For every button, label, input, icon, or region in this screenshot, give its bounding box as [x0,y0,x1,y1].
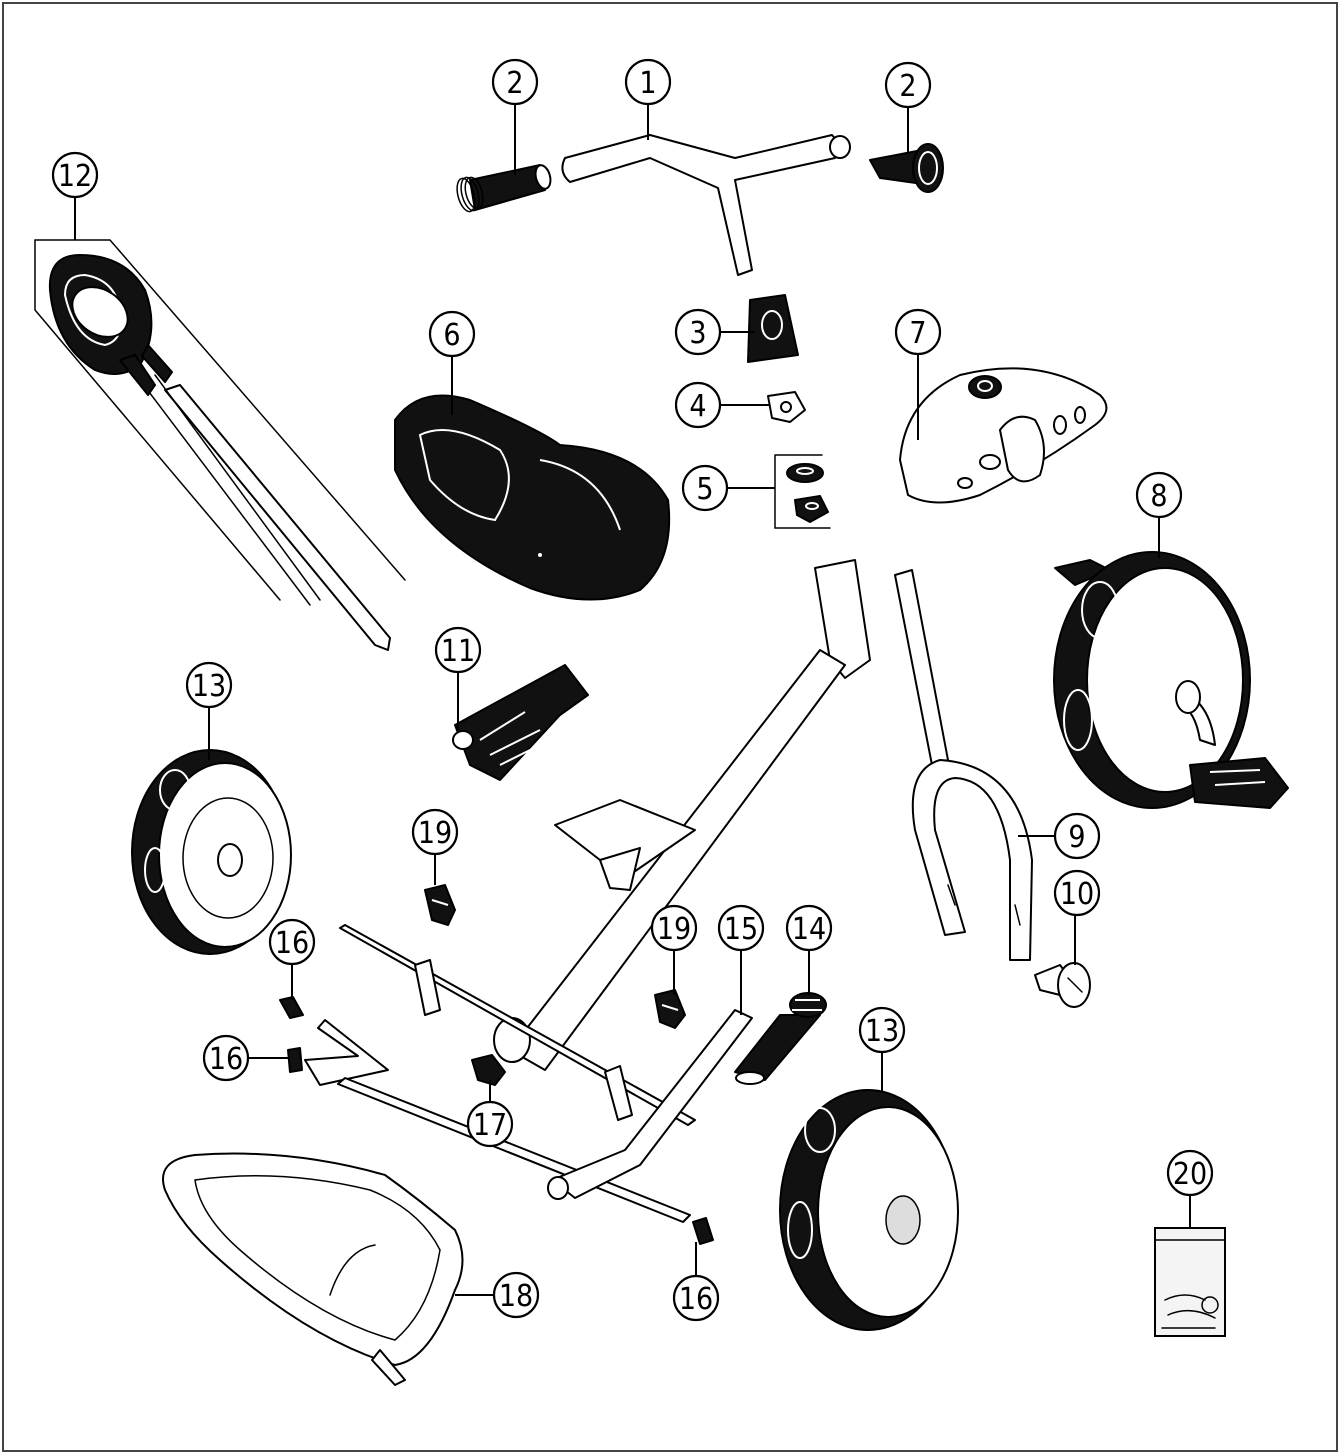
wheel-icon [131,749,292,955]
svg-text:16: 16 [209,1042,243,1077]
svg-text:2: 2 [899,69,916,104]
callout-2-right: 2 [884,61,932,109]
pin-icon [287,1047,303,1073]
svg-text:11: 11 [441,634,475,669]
crank-icon [304,1019,691,1223]
svg-text:13: 13 [192,669,226,704]
callout-6: 6 [428,310,476,358]
callout-10: 10 [1053,869,1101,917]
fork-icon [894,569,1033,961]
callout-18: 18 [492,1271,540,1319]
rear-axle-icon [339,924,696,1126]
callout-14: 14 [785,904,833,952]
handlebar-icon [561,134,851,276]
svg-text:20: 20 [1173,1157,1207,1192]
callout-9: 9 [1053,812,1101,860]
callout-7: 7 [894,308,942,356]
callout-leads [74,104,1191,1296]
svg-text:1: 1 [639,66,656,101]
callout-20: 20 [1166,1149,1214,1197]
svg-text:19: 19 [657,912,691,947]
callout-13-left: 13 [185,661,233,709]
svg-text:8: 8 [1150,479,1167,514]
svg-text:12: 12 [58,159,92,194]
svg-text:10: 10 [1060,877,1094,912]
svg-text:19: 19 [418,816,452,851]
svg-text:5: 5 [696,472,713,507]
callout-1: 1 [624,58,672,106]
nut-icon [471,1054,506,1086]
grip-icon [734,992,827,1085]
stem-cap-icon [747,294,799,363]
guard-icon [899,367,1108,504]
nuts-icon [774,454,831,529]
svg-text:17: 17 [473,1108,507,1143]
svg-text:2: 2 [506,66,523,101]
callout-19-lower: 19 [650,904,698,952]
nut-icon [767,391,806,423]
cap-icon [424,884,456,926]
svg-text:18: 18 [499,1279,533,1314]
callout-16-middle: 16 [202,1034,250,1082]
svg-text:16: 16 [679,1282,713,1317]
svg-text:15: 15 [724,912,758,947]
bolt-icon [1034,962,1091,1008]
callout-4: 4 [674,381,722,429]
svg-text:6: 6 [443,318,460,353]
pin-icon [279,996,304,1019]
callout-3: 3 [674,308,722,356]
svg-text:7: 7 [909,316,926,351]
grip-icon [869,143,944,193]
callout-2-left: 2 [491,58,539,106]
svg-text:14: 14 [792,912,826,947]
cap-icon [654,989,686,1029]
callout-16-lower: 16 [672,1274,720,1322]
wheel-pedal-icon [1053,551,1289,809]
bag-icon [1154,1227,1226,1337]
grip-icon [456,164,552,213]
frame-icon [493,559,871,1071]
callout-12: 12 [51,151,99,199]
pin-icon [692,1217,714,1245]
svg-text:9: 9 [1068,820,1085,855]
wheel-icon [779,1089,959,1331]
svg-text:4: 4 [689,389,706,424]
svg-text:3: 3 [689,316,706,351]
callout-17: 17 [466,1100,514,1148]
push-handle-icon [34,239,406,651]
seat-icon [394,394,671,601]
svg-text:16: 16 [275,926,309,961]
callout-5: 5 [681,464,729,512]
tray-icon [162,1152,464,1386]
callouts: 1 2 2 3 4 5 6 7 8 9 10 11 12 13 13 14 15… [51,58,1214,1322]
callout-15: 15 [717,904,765,952]
callout-8: 8 [1135,471,1183,519]
callout-19-upper: 19 [411,808,459,856]
bracket-icon [452,664,589,781]
tube-icon [547,1009,753,1200]
callout-11: 11 [434,626,482,674]
callout-13-right: 13 [858,1006,906,1054]
callout-16-upper: 16 [268,918,316,966]
svg-text:13: 13 [865,1014,899,1049]
